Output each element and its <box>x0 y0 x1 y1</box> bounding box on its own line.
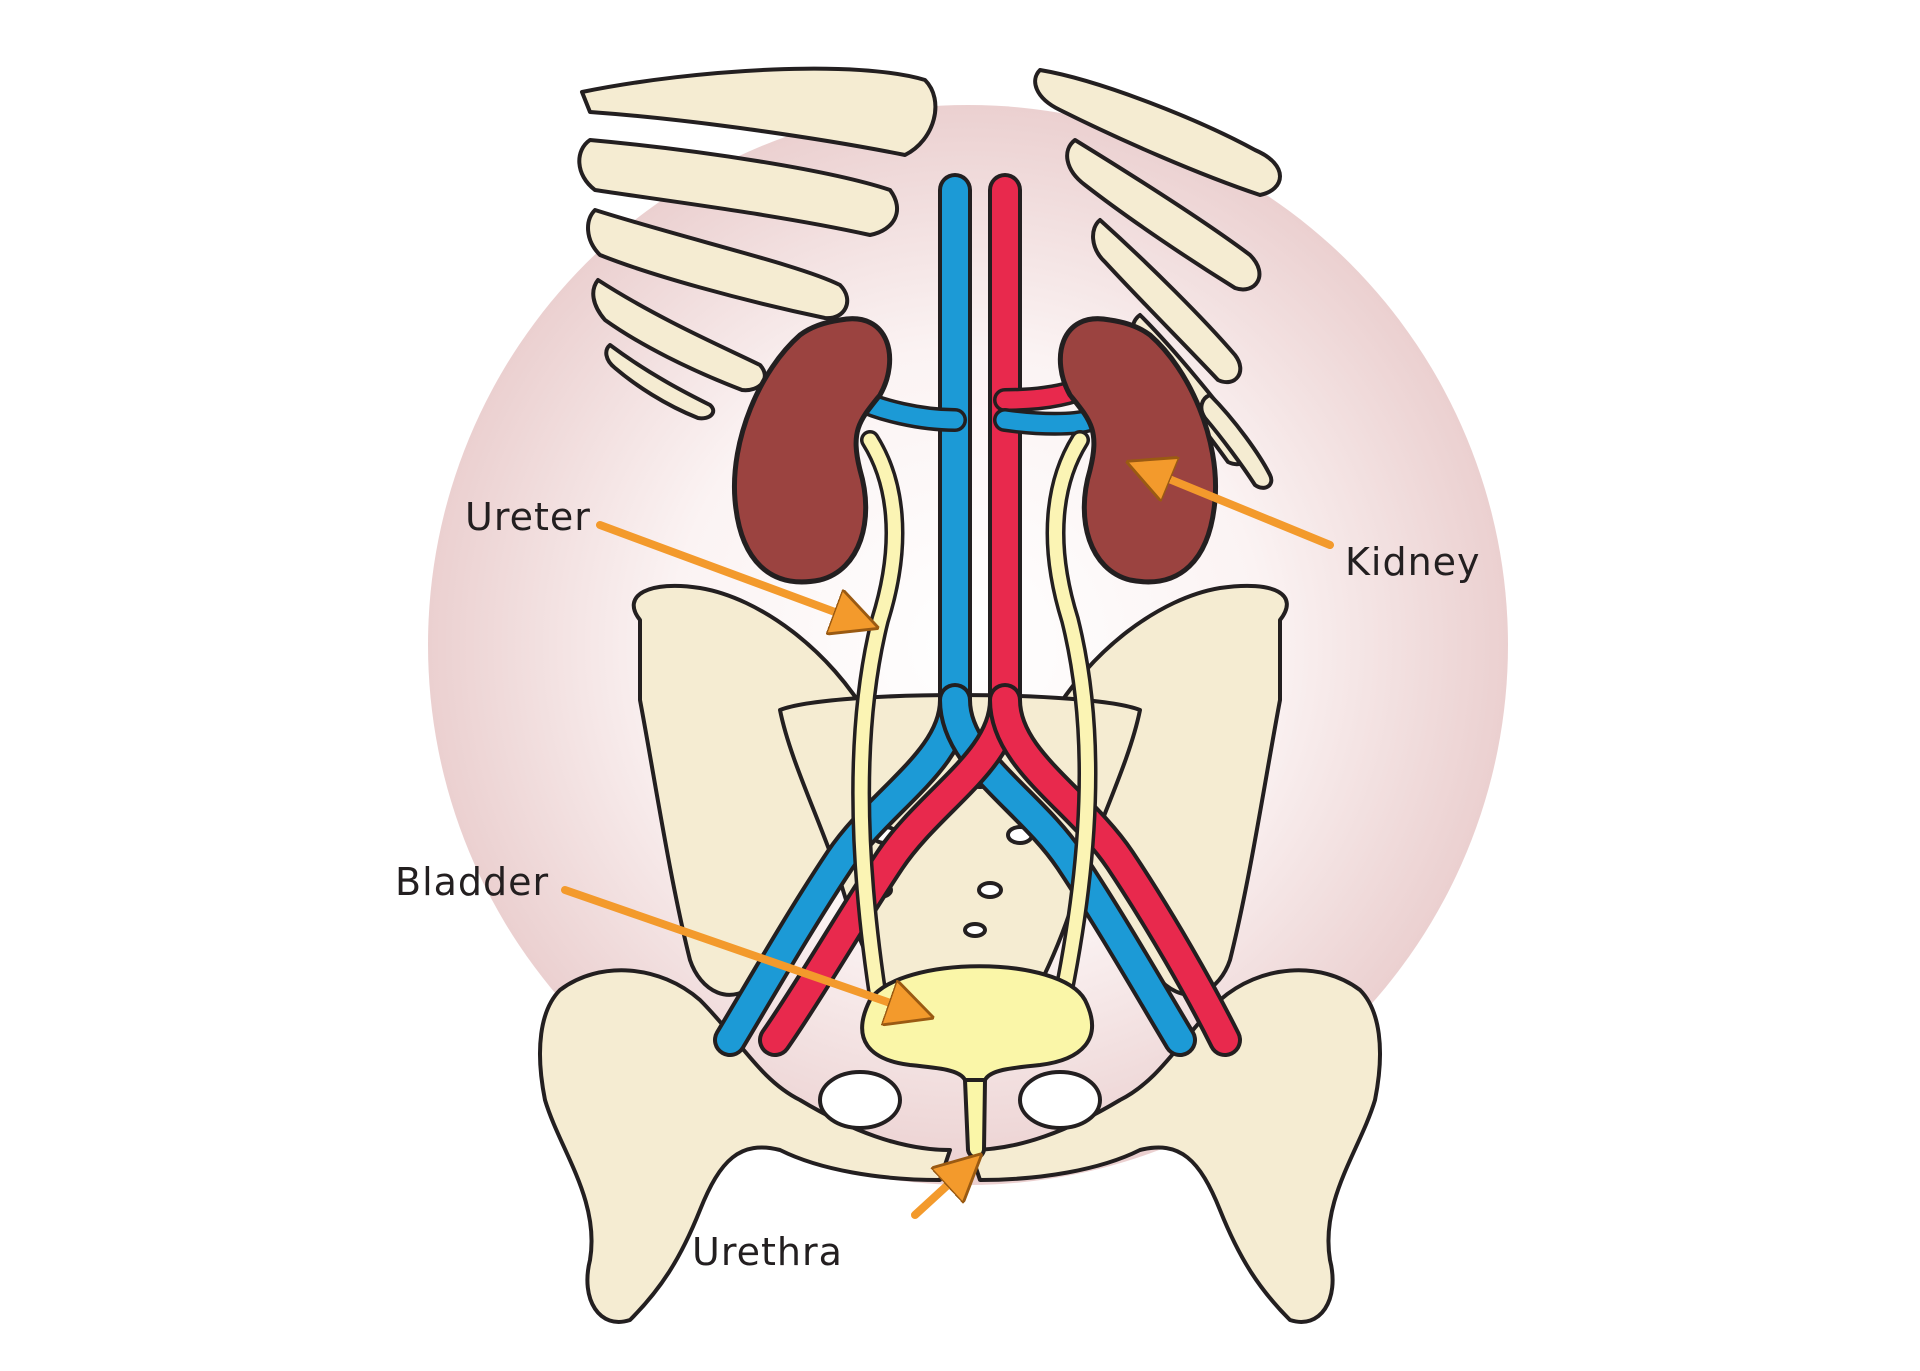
right-common-iliac-artery <box>992 687 1238 1053</box>
pelvis <box>538 583 1382 1324</box>
ureter-arrow <box>596 521 870 625</box>
left-obturator-foramen <box>818 1070 902 1130</box>
bladder-label: Bladder <box>395 860 549 904</box>
kidney-label: Kidney <box>1345 540 1481 584</box>
kidney-arrow <box>1135 465 1334 549</box>
bladder-arrow <box>561 886 925 1015</box>
right-ureter <box>1049 433 1094 1017</box>
urethra <box>963 1078 987 1160</box>
kidneys <box>731 316 1219 585</box>
right-rib-1 <box>1033 68 1282 197</box>
ureters <box>851 430 1098 1020</box>
bladder <box>860 964 1094 1082</box>
right-kidney <box>1057 316 1219 585</box>
left-rib-5 <box>604 343 716 421</box>
sacral-foramen <box>963 922 987 938</box>
right-renal-vein <box>996 411 1099 433</box>
urethra-arrow <box>911 1160 975 1219</box>
left-hip-bone <box>538 968 952 1324</box>
left-rib-3 <box>586 208 850 321</box>
aorta <box>762 177 1018 1053</box>
right-rib-3 <box>1091 218 1243 384</box>
left-rib-1 <box>580 66 938 157</box>
callout-arrows <box>561 465 1334 1219</box>
ureter-label: Ureter <box>465 495 591 539</box>
left-kidney <box>731 316 893 585</box>
left-rib-2 <box>577 138 900 237</box>
inferior-vena-cava <box>717 177 968 1053</box>
blood-vessels <box>713 173 1242 1057</box>
left-rib-4 <box>591 278 767 393</box>
urethra-label: Urethra <box>692 1230 843 1274</box>
sacral-foramen <box>977 881 1003 899</box>
left-ureter <box>854 433 901 1017</box>
right-rib-2 <box>1065 138 1262 292</box>
right-obturator-foramen <box>1018 1070 1102 1130</box>
